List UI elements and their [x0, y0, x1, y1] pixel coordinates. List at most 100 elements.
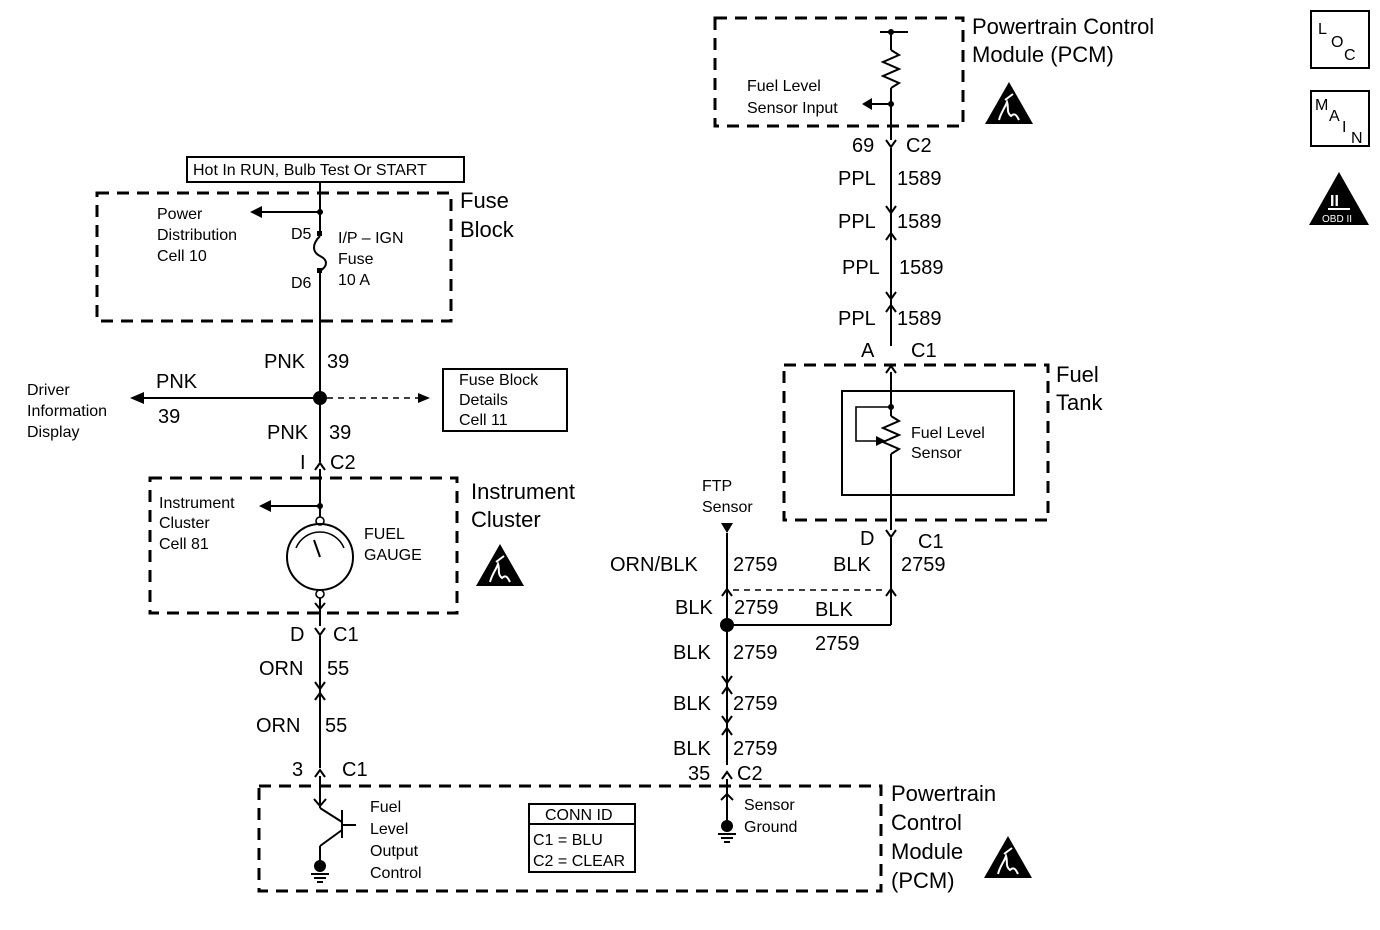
svg-text:FUEL: FUEL	[364, 526, 405, 543]
svg-text:1589: 1589	[899, 257, 944, 279]
svg-text:2759: 2759	[734, 597, 779, 619]
esd-warning-icon	[984, 81, 1034, 125]
svg-text:55: 55	[327, 658, 349, 680]
svg-text:Instrument: Instrument	[471, 479, 575, 504]
hot-in-run-label: Hot In RUN, Bulb Test Or START	[186, 156, 465, 183]
svg-text:BLK: BLK	[673, 738, 711, 760]
svg-text:2759: 2759	[733, 642, 778, 664]
svg-text:Fuse: Fuse	[338, 251, 374, 268]
fuel-level-sensor-resistor	[880, 415, 902, 455]
ign-fuse-icon	[313, 235, 327, 272]
svg-text:BLK: BLK	[673, 693, 711, 715]
svg-text:L: L	[1318, 21, 1327, 38]
svg-text:PPL: PPL	[838, 211, 876, 233]
svg-text:BLK: BLK	[815, 599, 853, 621]
loc-icon[interactable]: L O C	[1310, 10, 1370, 69]
svg-text:Display: Display	[27, 424, 79, 441]
svg-text:PPL: PPL	[838, 168, 876, 190]
svg-text:O: O	[1331, 34, 1343, 51]
svg-text:Cell 10: Cell 10	[157, 248, 207, 265]
svg-text:GAUGE: GAUGE	[364, 547, 422, 564]
svg-text:I/P – IGN: I/P – IGN	[338, 230, 404, 247]
svg-text:10 A: 10 A	[338, 272, 370, 289]
fuse-block: Fuse Block Power Distribution Cell 10 D5…	[95, 188, 515, 398]
svg-text:2759: 2759	[733, 738, 778, 760]
svg-text:II: II	[1330, 193, 1339, 210]
svg-text:PPL: PPL	[838, 308, 876, 330]
pcm-pin-69: 69	[852, 135, 874, 157]
wire-orn-55: ORN 55 ORN 55	[256, 636, 349, 768]
svg-text:I: I	[300, 452, 306, 474]
svg-text:Driver: Driver	[27, 382, 70, 399]
svg-text:C1: C1	[333, 624, 359, 646]
svg-text:C2: C2	[330, 452, 356, 474]
svg-text:Cluster: Cluster	[159, 515, 210, 532]
svg-text:PNK: PNK	[156, 371, 198, 393]
driver-info-display-label: Driver Information Display	[27, 382, 107, 441]
svg-text:Sensor: Sensor	[702, 499, 753, 516]
svg-text:N: N	[1351, 130, 1363, 147]
svg-text:Cell 81: Cell 81	[159, 536, 209, 553]
svg-text:39: 39	[158, 406, 180, 428]
tank-conn-c1-top: C1	[911, 340, 937, 362]
ftp-sensor: FTP Sensor	[702, 478, 753, 765]
wire-pnk-39: PNK 39 PNK 39 PNK 39	[130, 351, 430, 462]
svg-text:C1: C1	[342, 759, 368, 781]
wire-ppl-1589: PPL 1589 PPL 1589 PPL 1589 PPL 1589	[838, 148, 944, 346]
conn-id-table: CONN ID C1 = BLU C2 = CLEAR	[528, 803, 636, 873]
top-pcm-title-2: Module (PCM)	[972, 42, 1114, 67]
svg-text:Control: Control	[370, 865, 422, 882]
pcm-conn-c2: C2	[906, 135, 932, 157]
svg-text:1589: 1589	[897, 211, 942, 233]
svg-text:Powertrain: Powertrain	[891, 781, 996, 806]
svg-text:Cluster: Cluster	[471, 507, 541, 532]
svg-text:Sensor: Sensor	[744, 797, 795, 814]
svg-text:BLK: BLK	[673, 642, 711, 664]
fuel-level-sensor-label-2: Sensor	[911, 445, 962, 462]
fuel-level-input-label-2: Sensor Input	[747, 100, 838, 117]
svg-text:Block: Block	[460, 217, 515, 242]
svg-text:Fuse Block: Fuse Block	[459, 372, 539, 389]
svg-text:2759: 2759	[733, 554, 778, 576]
svg-text:BLK: BLK	[675, 597, 713, 619]
svg-text:D6: D6	[291, 275, 312, 292]
bottom-pcm: 3 C1 35 C2 Fuel Level Output Control CON…	[257, 759, 1033, 893]
fuel-level-sensor-label-1: Fuel Level	[911, 425, 985, 442]
svg-text:D5: D5	[291, 226, 312, 243]
svg-text:Control: Control	[891, 810, 962, 835]
svg-text:Fuse: Fuse	[460, 188, 509, 213]
obd-ii-icon[interactable]: II OBD II	[1309, 172, 1369, 225]
main-icon[interactable]: M A I N	[1310, 90, 1370, 147]
svg-text:39: 39	[327, 351, 349, 373]
svg-text:Level: Level	[370, 821, 408, 838]
svg-text:Information: Information	[27, 403, 107, 420]
fuel-level-input-label-1: Fuel Level	[747, 78, 821, 95]
svg-text:C1: C1	[918, 531, 944, 553]
svg-text:D: D	[290, 624, 304, 646]
svg-text:I: I	[1342, 119, 1346, 136]
svg-text:2759: 2759	[815, 633, 860, 655]
svg-text:BLK: BLK	[833, 554, 871, 576]
svg-text:C2 = CLEAR: C2 = CLEAR	[533, 853, 625, 870]
svg-text:Fuel: Fuel	[1056, 362, 1099, 387]
svg-text:Details: Details	[459, 392, 508, 409]
svg-text:1589: 1589	[897, 308, 942, 330]
instrument-cluster: I C2 Instrument Cluster Instrument Clust…	[148, 452, 575, 646]
svg-text:C1 = BLU: C1 = BLU	[533, 832, 603, 849]
svg-text:ORN: ORN	[256, 715, 300, 737]
svg-text:Tank: Tank	[1056, 390, 1103, 415]
fuel-tank: A C1 Fuel Tank Fuel Level Sensor D C1	[782, 340, 1103, 553]
svg-text:ORN/BLK: ORN/BLK	[610, 554, 698, 576]
svg-text:M: M	[1315, 97, 1328, 114]
pullup-resistor	[880, 49, 902, 89]
svg-text:Ground: Ground	[744, 819, 797, 836]
svg-text:PNK: PNK	[267, 422, 309, 444]
svg-text:55: 55	[325, 715, 347, 737]
svg-text:Power: Power	[157, 206, 203, 223]
svg-text:39: 39	[329, 422, 351, 444]
svg-text:C: C	[1344, 47, 1356, 64]
svg-text:Hot In RUN, Bulb Test Or START: Hot In RUN, Bulb Test Or START	[193, 162, 427, 179]
wire-blk-2759: ORN/BLK 2759 BLK 2759 BLK 2759 BLK 2759 …	[610, 538, 946, 760]
fuse-block-details-box[interactable]: Fuse Block Details Cell 11	[442, 368, 568, 432]
